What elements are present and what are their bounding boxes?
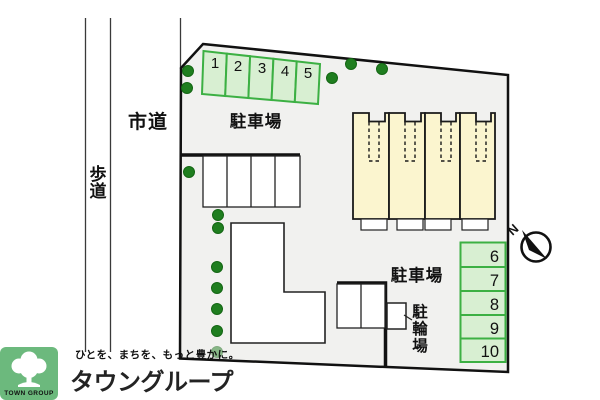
compass-icon: N xyxy=(504,221,552,263)
parking-space-6 xyxy=(459,241,507,268)
entry-corridor-dashed xyxy=(475,122,487,162)
city-road-label: 市道 xyxy=(128,110,168,133)
tree-icon xyxy=(183,166,195,178)
parking-space-7 xyxy=(459,266,507,292)
space-number: 7 xyxy=(490,272,499,290)
bicycle-label-char: 場 xyxy=(412,337,428,355)
parking-row-lower xyxy=(336,283,386,329)
parking-space-10 xyxy=(459,337,507,363)
parking-label-upper: 駐車場 xyxy=(230,111,283,131)
road-lines xyxy=(84,18,182,352)
tree-icon xyxy=(211,346,223,358)
space-number: 8 xyxy=(490,296,499,314)
tree-icon xyxy=(326,72,338,84)
porch xyxy=(360,218,388,231)
parking-spaces-6-10: 6 7 8 9 10 xyxy=(459,241,507,363)
space-number: 10 xyxy=(481,343,499,361)
space-number: 4 xyxy=(281,63,289,80)
space-number: 9 xyxy=(490,320,499,338)
entry-corridor-dashed xyxy=(404,122,416,162)
building-unit-3 xyxy=(424,112,461,220)
tree-icon xyxy=(182,65,194,77)
compass-needle xyxy=(522,230,547,259)
tree-icon xyxy=(211,261,223,273)
town-group-logo: TOWN GROUP xyxy=(0,347,58,400)
space-number: 5 xyxy=(304,65,312,82)
entry-corridor-dashed xyxy=(368,122,380,162)
sidewalk-label-char: 道 xyxy=(90,181,107,201)
parking-space-8 xyxy=(459,290,507,316)
building xyxy=(352,112,496,231)
porch xyxy=(461,218,489,231)
tree-icon xyxy=(345,58,357,70)
parking-label-lower: 駐車場 xyxy=(391,265,444,285)
building-unit-2 xyxy=(388,112,426,220)
trees xyxy=(181,58,388,358)
bicycle-label-char: 駐 xyxy=(412,302,428,321)
tree-icon xyxy=(212,209,224,221)
porches xyxy=(360,218,489,231)
logo-text: TOWN GROUP xyxy=(4,390,54,397)
tree-icon xyxy=(211,325,223,337)
tree-icon xyxy=(212,222,224,234)
tree-icon xyxy=(181,82,193,94)
parking-row-upper xyxy=(202,155,301,208)
entry-corridors xyxy=(368,122,487,162)
tree-icon xyxy=(211,282,223,294)
bicycle-label-char: 輪 xyxy=(412,319,428,338)
l-shaped-building xyxy=(230,222,326,344)
space-number: 3 xyxy=(258,60,266,77)
bicycle-pointer-line xyxy=(403,314,413,321)
building-unit-1 xyxy=(352,112,390,220)
parking-space-5 xyxy=(293,60,322,106)
tree-icon xyxy=(376,63,388,75)
brand-tagline: ひとを、まちを、もっと豊かに。 xyxy=(75,348,240,361)
town-group-branding: ひとを、まちを、もっと豊かに。 タウングループ TOWN GROUP xyxy=(0,347,240,400)
building-unit-4 xyxy=(459,112,496,220)
entry-corridor-dashed xyxy=(440,122,452,162)
porch xyxy=(396,218,424,231)
space-number: 2 xyxy=(234,58,242,75)
sidewalk-label-char: 歩 xyxy=(90,164,107,184)
porch xyxy=(424,218,452,231)
bicycle-area-square xyxy=(386,302,407,330)
tree-icon xyxy=(211,303,223,315)
parking-spaces-1-5: 1 2 3 4 5 xyxy=(200,49,322,106)
space-number: 6 xyxy=(490,248,499,266)
tree-logo-icon xyxy=(11,351,47,387)
interior-wall-lower xyxy=(337,281,388,366)
space-number: 1 xyxy=(211,55,219,72)
brand-name: タウングループ xyxy=(70,369,235,396)
